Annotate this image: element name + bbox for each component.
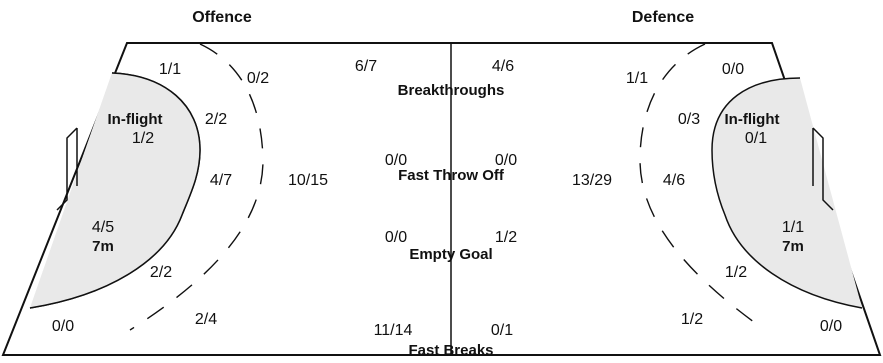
offence-fast-throw-off: 0/0 bbox=[385, 152, 407, 169]
offence-back-top: 2/2 bbox=[205, 111, 227, 128]
defence-back-bottom: 1/2 bbox=[725, 264, 747, 281]
defence-fast-throw-off: 0/0 bbox=[495, 152, 517, 169]
offence-left-corner-bottom: 0/0 bbox=[52, 318, 74, 335]
right-free-throw-line bbox=[639, 43, 766, 331]
offence-wing-top-outer: 0/2 bbox=[247, 70, 269, 87]
right-goal-area-edge bbox=[711, 77, 863, 309]
offence-back-bottom: 2/2 bbox=[150, 264, 172, 281]
offence-in-flight: 1/2 bbox=[132, 130, 154, 147]
defence-breakthroughs: 4/6 bbox=[492, 58, 514, 75]
defence-in-flight-label: In-flight bbox=[725, 111, 780, 128]
offence-seven-m-value: 4/5 bbox=[92, 219, 114, 236]
court-outline bbox=[1, 42, 882, 356]
offence-wing-bottom-outer: 2/4 bbox=[195, 311, 217, 328]
right-goal-area-fill bbox=[712, 78, 862, 308]
left-goal-area-edge bbox=[29, 72, 201, 309]
breakthroughs-label: Breakthroughs bbox=[398, 82, 505, 99]
empty-goal-label: Empty Goal bbox=[409, 246, 492, 263]
left-goal bbox=[56, 127, 78, 211]
defence-right-corner-bottom: 0/0 bbox=[820, 318, 842, 335]
offence-seven-m-label: 7m bbox=[92, 238, 114, 255]
fast-breaks-label: Fast Breaks bbox=[408, 342, 493, 359]
offence-nine-m: 10/15 bbox=[288, 172, 328, 189]
defence-right-corner-top: 0/0 bbox=[722, 61, 744, 78]
defence-in-flight: 0/1 bbox=[745, 130, 767, 147]
right-goal bbox=[812, 127, 834, 211]
defence-header: Defence bbox=[632, 9, 694, 26]
defence-center-back: 4/6 bbox=[663, 172, 685, 189]
left-free-throw-line bbox=[129, 43, 264, 331]
offence-header: Offence bbox=[192, 9, 252, 26]
offence-left-corner-top: 1/1 bbox=[159, 61, 181, 78]
left-goal-area-fill bbox=[30, 73, 200, 308]
offence-in-flight-label: In-flight bbox=[108, 111, 163, 128]
offence-fast-breaks: 11/14 bbox=[374, 322, 413, 339]
defence-empty-goal: 1/2 bbox=[495, 229, 517, 246]
defence-nine-m: 13/29 bbox=[572, 172, 612, 189]
offence-center-back: 4/7 bbox=[210, 172, 232, 189]
defence-seven-m-value: 1/1 bbox=[782, 219, 804, 236]
defence-back-top: 0/3 bbox=[678, 111, 700, 128]
fast-throw-off-label: Fast Throw Off bbox=[398, 167, 505, 184]
offence-empty-goal: 0/0 bbox=[385, 229, 407, 246]
defence-wing-bottom-outer: 1/2 bbox=[681, 311, 703, 328]
offence-breakthroughs: 6/7 bbox=[355, 58, 377, 75]
defence-fast-breaks: 0/1 bbox=[491, 322, 513, 339]
defence-seven-m-label: 7m bbox=[782, 238, 804, 255]
defence-wing-top-outer: 1/1 bbox=[626, 70, 648, 87]
